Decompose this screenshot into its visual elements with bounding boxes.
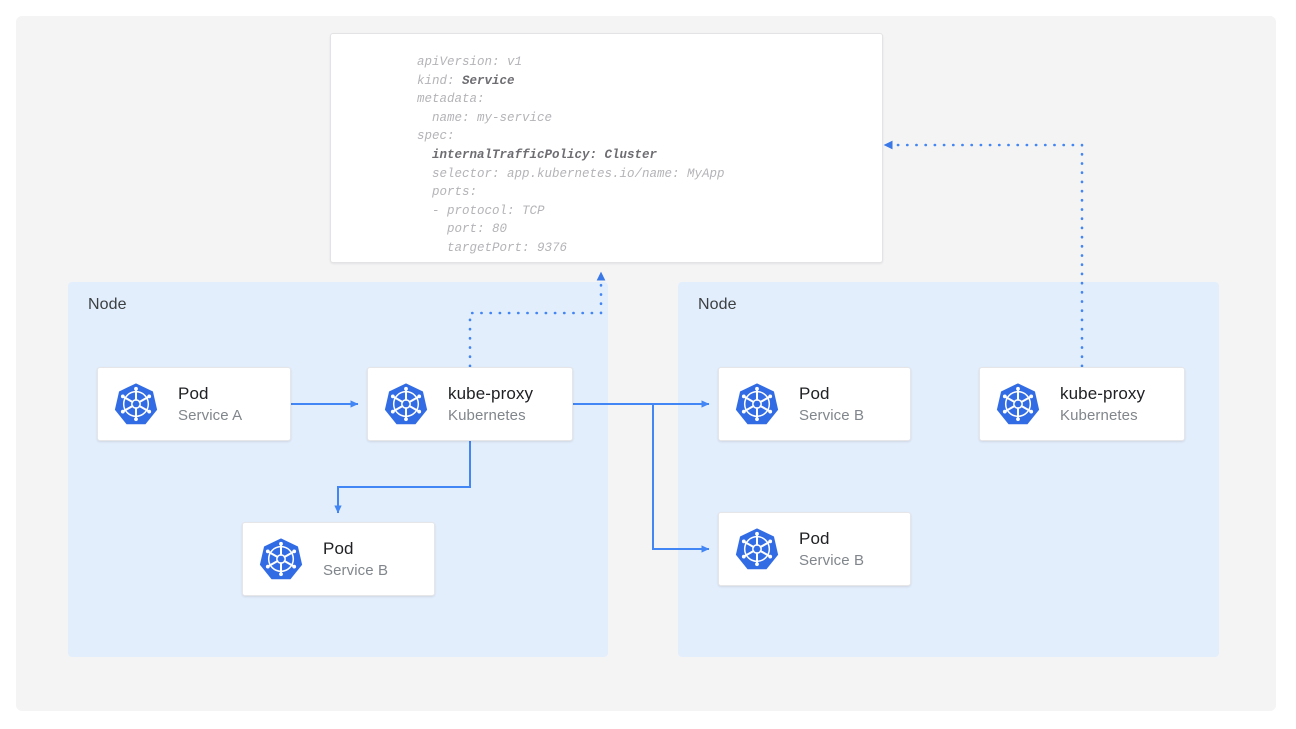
kubernetes-icon bbox=[114, 383, 158, 425]
entity-subtitle: Service B bbox=[323, 561, 389, 579]
entity-text: Pod Service B bbox=[799, 528, 864, 571]
service-manifest-card: apiVersion: v1 kind: Service metadata: nam… bbox=[330, 33, 883, 263]
yaml-line: name: my-service bbox=[417, 110, 553, 125]
entity-title: Pod bbox=[323, 538, 354, 558]
entity-text: Pod Service B bbox=[799, 383, 864, 426]
yaml-line: selector: app.kubernetes.io/name: MyApp bbox=[417, 166, 725, 181]
yaml-line: kind: Service bbox=[417, 73, 515, 88]
entity-pod-service-b-right-bottom[interactable]: Pod Service B bbox=[718, 512, 911, 586]
entity-pod-service-b-left[interactable]: Pod Service B bbox=[242, 522, 435, 596]
node-container-left: Node bbox=[68, 282, 608, 657]
entity-text: kube-proxy Kubernetes bbox=[448, 383, 533, 426]
yaml-line: port: 80 bbox=[417, 222, 508, 237]
kubernetes-icon bbox=[384, 383, 428, 425]
entity-text: Pod Service A bbox=[178, 383, 242, 426]
entity-pod-service-a[interactable]: Pod Service A bbox=[97, 367, 291, 441]
entity-subtitle: Service B bbox=[799, 406, 865, 424]
entity-subtitle: Service A bbox=[178, 406, 243, 424]
entity-pod-service-b-right-top[interactable]: Pod Service B bbox=[718, 367, 911, 441]
yaml-line: apiVersion: v1 bbox=[417, 55, 523, 69]
entity-title: kube-proxy bbox=[1060, 383, 1146, 403]
node-container-right: Node bbox=[678, 282, 1219, 657]
yaml-line: - protocol: TCP bbox=[417, 203, 545, 218]
kubernetes-icon bbox=[996, 383, 1040, 425]
node-label: Node bbox=[698, 296, 737, 313]
entity-subtitle: Kubernetes bbox=[448, 406, 526, 424]
entity-kube-proxy-right[interactable]: kube-proxy Kubernetes bbox=[979, 367, 1185, 441]
service-manifest-yaml: apiVersion: v1 kind: Service metadata: nam… bbox=[417, 53, 725, 258]
entity-text: Pod Service B bbox=[323, 538, 388, 581]
kubernetes-icon bbox=[259, 538, 303, 580]
entity-title: Pod bbox=[178, 383, 209, 403]
entity-kube-proxy-left[interactable]: kube-proxy Kubernetes bbox=[367, 367, 573, 441]
yaml-emphasis: Service bbox=[462, 73, 515, 88]
entity-title: Pod bbox=[799, 528, 830, 548]
entity-subtitle: Service B bbox=[799, 551, 865, 569]
entity-title: kube-proxy bbox=[448, 383, 534, 403]
yaml-emphasis: internalTrafficPolicy: Cluster bbox=[432, 147, 658, 162]
kubernetes-icon bbox=[735, 383, 779, 425]
entity-title: Pod bbox=[799, 383, 830, 403]
yaml-line: metadata: bbox=[417, 92, 485, 107]
kubernetes-icon bbox=[735, 528, 779, 570]
entity-subtitle: Kubernetes bbox=[1060, 406, 1138, 424]
yaml-line: internalTrafficPolicy: Cluster bbox=[417, 146, 725, 165]
node-label: Node bbox=[88, 296, 127, 313]
entity-text: kube-proxy Kubernetes bbox=[1060, 383, 1145, 426]
yaml-line: ports: bbox=[417, 185, 478, 200]
yaml-line: targetPort: 9376 bbox=[417, 240, 568, 255]
yaml-line: spec: bbox=[417, 129, 455, 144]
